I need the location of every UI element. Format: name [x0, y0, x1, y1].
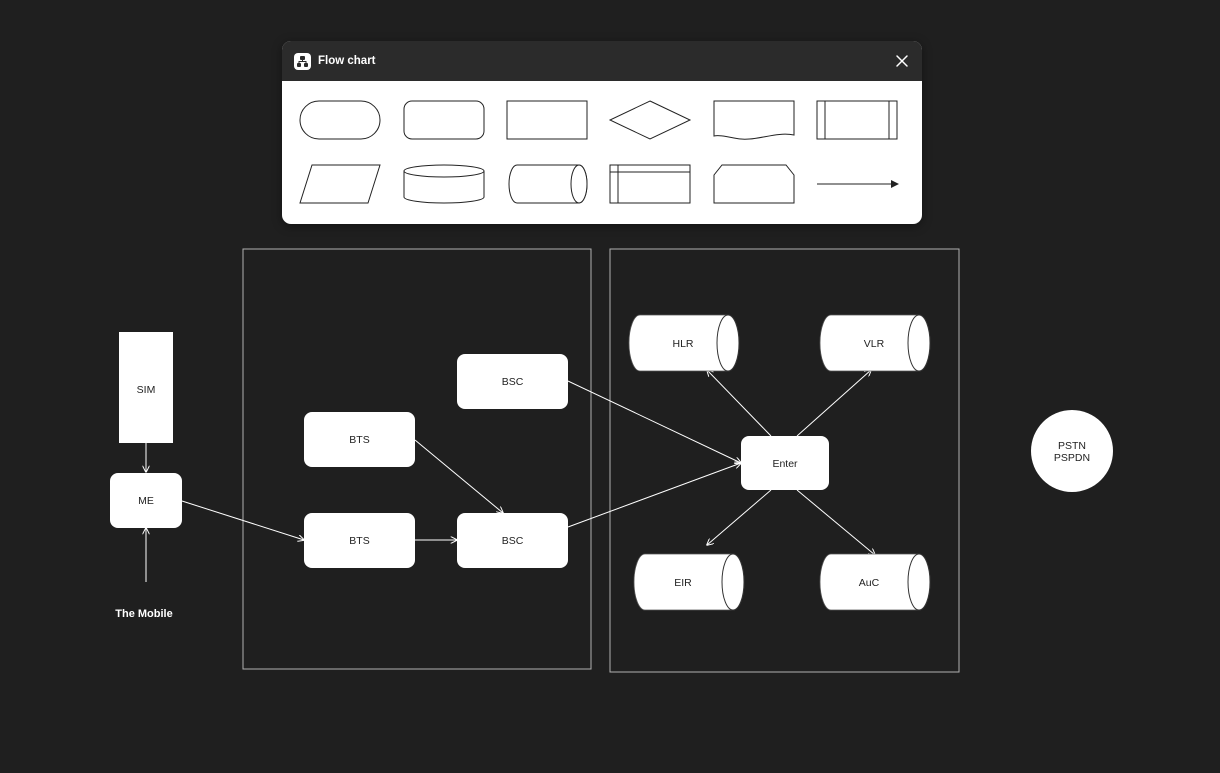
node-bsc-bottom[interactable]: BSC: [457, 513, 568, 568]
node-eir[interactable]: EIR: [633, 553, 745, 611]
node-bts-bottom-label: BTS: [349, 535, 369, 547]
shape-connector-arrow[interactable]: [815, 162, 899, 206]
palette-scroll-handle[interactable]: [914, 221, 922, 224]
shape-direct-access-storage[interactable]: [505, 162, 589, 206]
node-me-label: ME: [138, 495, 154, 507]
node-bsc-top[interactable]: BSC: [457, 354, 568, 409]
palette-header[interactable]: Flow chart: [282, 41, 922, 81]
node-enter-label: Enter: [772, 458, 798, 470]
node-enter[interactable]: Enter: [741, 436, 829, 490]
flowchart-palette[interactable]: Flow chart: [282, 41, 922, 224]
connector-bsc-bottom-enter[interactable]: [567, 463, 741, 528]
shape-internal-storage[interactable]: [608, 162, 692, 206]
node-sim[interactable]: SIM: [119, 332, 173, 443]
shape-data-input-output[interactable]: [298, 162, 382, 206]
node-bsc-top-label: BSC: [502, 376, 524, 388]
node-eir-label: EIR: [674, 577, 692, 589]
node-hlr[interactable]: HLR: [628, 314, 740, 372]
flowchart-icon: [294, 52, 311, 70]
node-pspdn-label: PSPDN: [1054, 452, 1090, 464]
connector-me-bts[interactable]: [181, 500, 304, 540]
connector-enter-auc[interactable]: [796, 489, 875, 555]
shape-rounded-rectangle[interactable]: [402, 98, 486, 142]
node-bsc-bottom-label: BSC: [502, 535, 524, 547]
shape-predefined-process[interactable]: [815, 98, 899, 142]
shape-manual-input[interactable]: [712, 162, 796, 206]
node-bts-top-label: BTS: [349, 434, 369, 446]
connector-bsc-top-enter[interactable]: [567, 380, 741, 463]
mobile-label: The Mobile: [115, 608, 172, 620]
close-icon[interactable]: [892, 51, 912, 71]
palette-title: Flow chart: [318, 55, 376, 67]
node-vlr[interactable]: VLR: [819, 314, 931, 372]
shape-document[interactable]: [712, 98, 796, 142]
node-hlr-label: HLR: [672, 338, 693, 350]
connector-enter-hlr[interactable]: [707, 370, 772, 437]
connector-enter-vlr[interactable]: [796, 370, 871, 437]
node-auc[interactable]: AuC: [819, 553, 931, 611]
connector-enter-eir[interactable]: [707, 489, 772, 545]
node-auc-label: AuC: [859, 577, 880, 589]
node-pstn-label: PSTN: [1058, 440, 1086, 452]
shape-terminator[interactable]: [298, 98, 382, 142]
shape-cylinder-database[interactable]: [402, 162, 486, 206]
nss-group-frame[interactable]: [609, 248, 960, 673]
shape-decision[interactable]: [608, 98, 692, 142]
connector-bts-top-bsc[interactable]: [414, 439, 503, 513]
bss-group-frame[interactable]: [242, 248, 592, 670]
node-me[interactable]: ME: [110, 473, 182, 528]
shape-rectangle[interactable]: [505, 98, 589, 142]
palette-shapes: [282, 81, 922, 224]
node-bts-bottom[interactable]: BTS: [304, 513, 415, 568]
node-sim-label: SIM: [137, 384, 156, 396]
node-vlr-label: VLR: [864, 338, 885, 350]
node-bts-top[interactable]: BTS: [304, 412, 415, 467]
node-pstn-pspdn[interactable]: PSTN PSPDN: [1031, 410, 1113, 492]
